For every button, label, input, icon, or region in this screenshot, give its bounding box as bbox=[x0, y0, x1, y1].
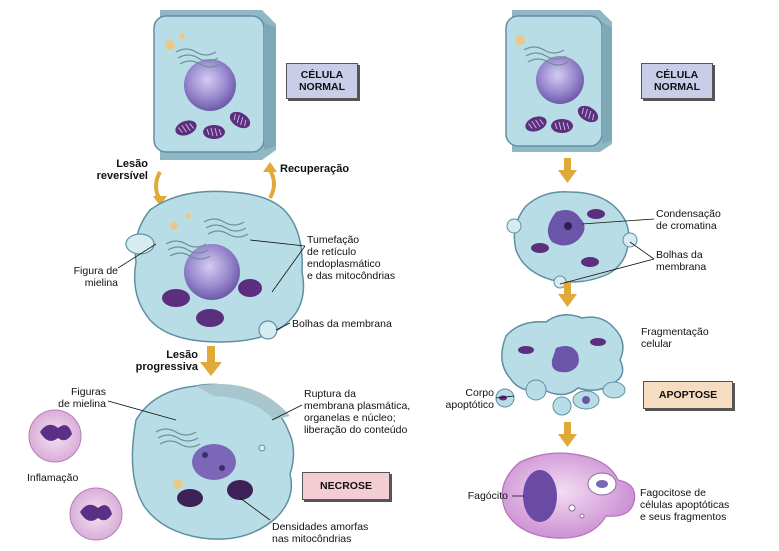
apoptotic-cell-fragmentation bbox=[495, 314, 626, 416]
label-tumefacao: Tumefação de retículo endoplasmático e d… bbox=[307, 234, 396, 282]
neutrophil-top bbox=[28, 409, 82, 463]
normal-cell-right bbox=[505, 10, 612, 152]
label-lesao-reversivel: Lesão reversível bbox=[96, 158, 148, 182]
label-figura-mielina: Figura de mielina bbox=[73, 265, 118, 289]
label-recuperacao: Recuperação bbox=[280, 163, 350, 175]
label-lesao-progressiva: Lesão progressiva bbox=[135, 349, 198, 373]
normal-cell-left bbox=[153, 10, 276, 160]
arrow-up-icon bbox=[268, 169, 276, 199]
normal-cell-badge-right: CÉLULA NORMAL bbox=[641, 63, 713, 99]
label-inflamacao: Inflamação bbox=[27, 472, 79, 484]
label-densidades: Densidades amorfas nas mitocôndrias bbox=[272, 521, 369, 545]
phagocyte bbox=[501, 452, 636, 539]
label-fragmentacao: Fragmentação celular bbox=[641, 326, 709, 350]
label-bolhas-membrana-right: Bolhas da membrana bbox=[656, 249, 707, 273]
label-fagocito: Fagócito bbox=[467, 490, 508, 502]
arrow-r1 bbox=[564, 158, 571, 172]
apoptotic-cell-condensation bbox=[506, 191, 638, 289]
label-figuras-mielina: Figuras de mielina bbox=[58, 386, 106, 410]
arrow-r1-head bbox=[558, 170, 577, 183]
label-bolhas-membrana: Bolhas da membrana bbox=[292, 318, 392, 330]
arrow-up-head bbox=[263, 162, 277, 172]
normal-cell-badge-left: CÉLULA NORMAL bbox=[286, 63, 358, 99]
apoptose-badge: APOPTOSE bbox=[643, 381, 733, 409]
arrow-r3-head bbox=[558, 434, 577, 447]
arrow-progressive bbox=[207, 346, 215, 364]
swollen-cell bbox=[125, 190, 305, 343]
arrow-progressive-head bbox=[200, 362, 222, 376]
arrow-down-head bbox=[153, 196, 167, 206]
label-ruptura: Ruptura da membrana plasmática, organela… bbox=[304, 388, 411, 436]
necrose-badge: NECROSE bbox=[302, 472, 390, 500]
arrow-r2 bbox=[564, 282, 571, 296]
necrotic-cell bbox=[131, 383, 295, 540]
label-condensacao: Condensação de cromatina bbox=[656, 208, 721, 232]
arrow-down-icon bbox=[154, 171, 162, 201]
arrow-r3 bbox=[564, 422, 571, 436]
leader-lines bbox=[107, 218, 655, 521]
label-fagocitose: Fagocitose de células apoptóticas e seus… bbox=[640, 487, 730, 523]
neutrophil-bottom bbox=[69, 487, 123, 541]
arrow-r2-head bbox=[558, 294, 577, 307]
label-corpo-apoptotico: Corpo apoptótico bbox=[445, 387, 494, 411]
